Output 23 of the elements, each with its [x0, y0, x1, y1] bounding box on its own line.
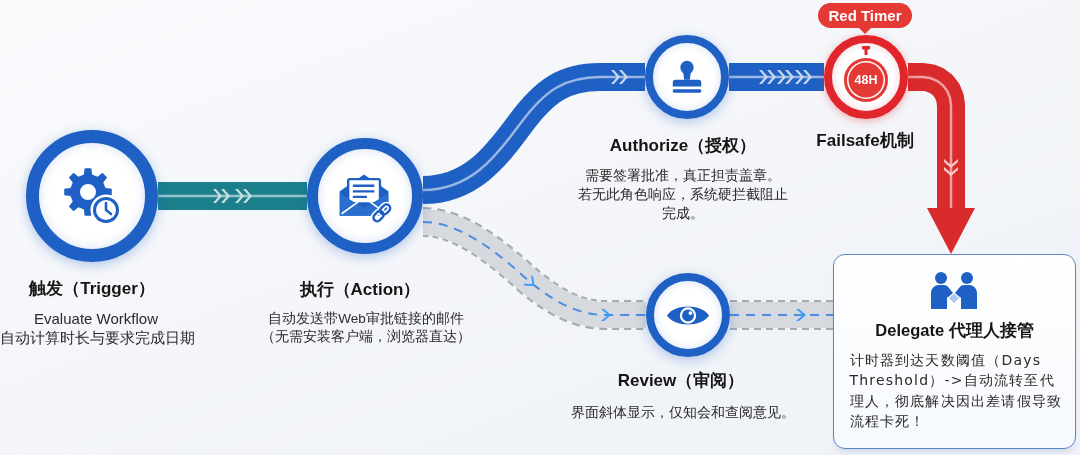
step-description: 界面斜体显示，仅知会和查阅意见。	[571, 403, 795, 422]
callout-bubble: Red Timer	[818, 3, 912, 34]
step-description: 需要签署批准，真正担责盖章。	[585, 166, 781, 185]
dashed-flow-arrow	[422, 207, 647, 330]
step-subtitle: Evaluate Workflow	[34, 309, 158, 329]
info-card	[833, 254, 1076, 449]
curved-arrow	[908, 63, 975, 254]
step-description: 自动计算时长与要求完成日期	[0, 329, 195, 348]
flow-arrow	[422, 63, 645, 204]
step-title: 执行（Action）	[299, 279, 421, 301]
step-title: Authorize（授权）	[609, 135, 757, 157]
step-title: Failsafe机制	[816, 130, 914, 152]
step-note: （无需安装客户端，浏览器直达）	[261, 328, 471, 346]
card-title: Delegate 代理人接管	[875, 319, 1034, 341]
flow-arrow	[729, 63, 824, 91]
dashed-flow-arrow	[729, 300, 834, 330]
timer-dial: 48H	[844, 58, 888, 102]
flow-arrow	[158, 182, 307, 210]
step-description: 自动发送带Web审批链接的邮件	[268, 310, 464, 328]
step-description: 若无此角色响应，系统硬拦截阻止完成。	[577, 185, 789, 223]
step-title: 触发（Trigger）	[29, 278, 155, 300]
step-title: Review（审阅）	[617, 370, 745, 392]
card-description: 计时器到达天数阈值（Days Threshold）->自动流转至代理人，彻底解决因出差请假导致流程卡死！	[849, 350, 1064, 431]
